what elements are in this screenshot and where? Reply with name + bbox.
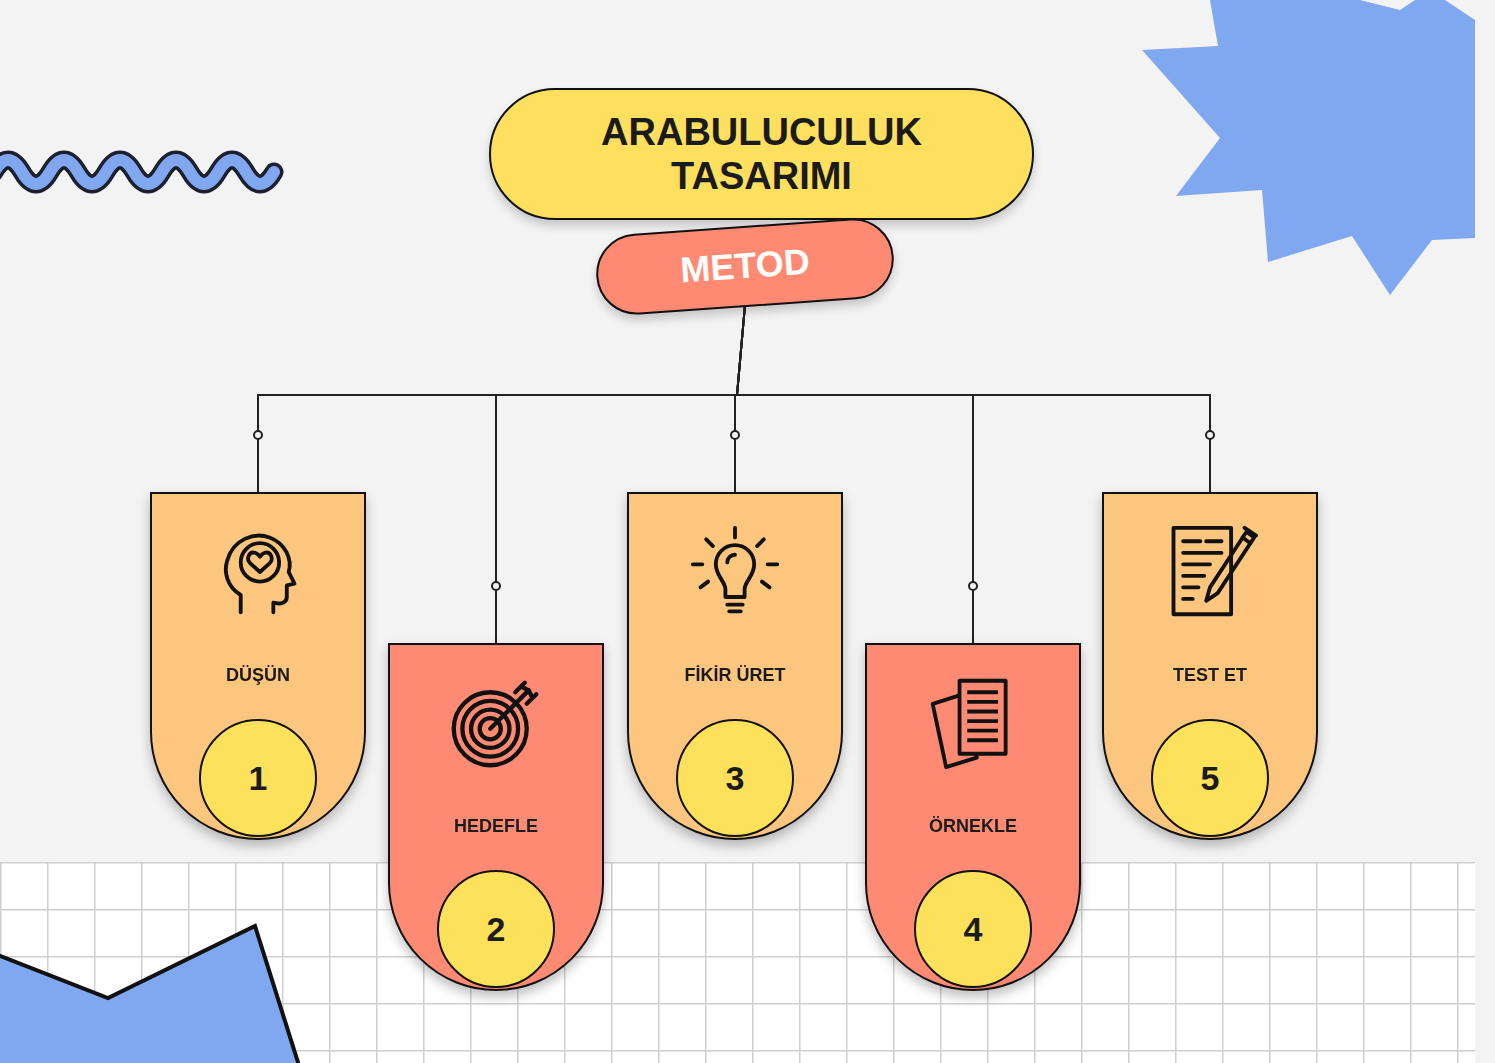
title-text: ARABULUCULUK TASARIMI [592,110,932,198]
step-number-circle: 4 [914,870,1032,988]
step-label: ÖRNEKLE [865,813,1081,839]
icon-symbol [693,528,777,612]
icon-symbol [226,536,295,613]
title-pill: ARABULUCULUK TASARIMI [489,88,1034,220]
step-icon [687,524,783,620]
step-icon [1162,524,1258,620]
icon-symbol [454,683,537,766]
step-number-circle: 3 [676,719,794,837]
step-number: 5 [1201,759,1220,798]
wave-decoration [0,160,274,184]
connector-dot [969,582,977,590]
connector-dot [1206,431,1214,439]
step-card: FİKİR ÜRET 3 [627,492,843,840]
method-pill: METOD [594,216,897,317]
step-card: TEST ET 5 [1102,492,1318,840]
step-number: 4 [964,910,983,949]
step-number-circle: 2 [437,870,555,988]
burst-decoration [1142,0,1475,295]
step-label: DÜŞÜN [150,662,366,688]
card-outline [1103,493,1317,839]
step-card: ÖRNEKLE 4 [865,643,1081,991]
tree-connector [737,305,1210,492]
connector-dot [254,431,262,439]
step-icon [210,524,306,620]
icon-symbol [1174,528,1257,614]
method-label: METOD [679,241,811,292]
icon-symbol [933,681,1006,767]
step-card: HEDEFLE 2 [388,643,604,991]
step-label: HEDEFLE [388,813,604,839]
connector-group [737,305,1214,492]
step-card: DÜŞÜN 1 [150,492,366,840]
step-number-circle: 1 [199,719,317,837]
card-outline [151,493,365,839]
step-label: TEST ET [1102,662,1318,688]
card-outline [866,644,1080,990]
wave-outline [0,160,274,184]
card-outline [628,493,842,839]
tree-connector [258,305,745,492]
step-number: 2 [487,910,506,949]
step-number: 1 [249,759,268,798]
card-outline [389,644,603,990]
triangle-decoration [0,926,302,1063]
step-icon [448,675,544,771]
connector-dot [731,431,739,439]
step-number: 3 [726,759,745,798]
connector-group [254,305,745,492]
step-icon [925,675,1021,771]
connector-dot [492,582,500,590]
step-label: FİKİR ÜRET [627,662,843,688]
step-number-circle: 5 [1151,719,1269,837]
